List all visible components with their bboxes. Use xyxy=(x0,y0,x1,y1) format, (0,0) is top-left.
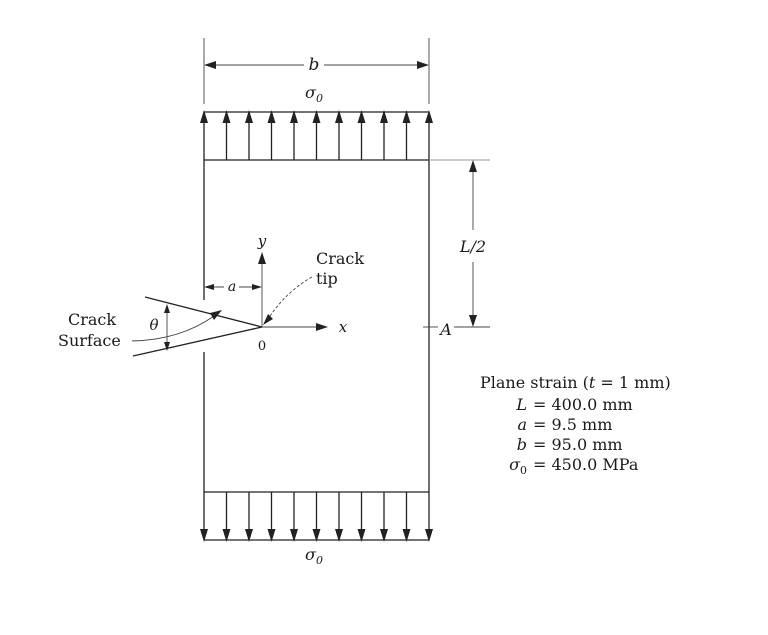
width-label: b xyxy=(309,55,320,75)
bottom-load-arrowhead xyxy=(200,529,208,542)
crack-length-dimension: a xyxy=(204,279,262,295)
crack-surface-label-line1: Crack xyxy=(68,310,116,329)
crack-surface-leader xyxy=(131,315,215,342)
half-length-arrowhead-bottom xyxy=(469,315,477,327)
y-axis-label: y xyxy=(257,232,267,250)
top-load-arrowhead xyxy=(200,110,208,123)
bottom-load-arrowhead xyxy=(222,529,231,542)
bottom-load-arrowhead xyxy=(245,529,253,542)
top-load-arrowhead xyxy=(380,110,388,123)
width-arrowhead-left xyxy=(204,61,216,69)
parameter-value: = 95.0 mm xyxy=(533,435,623,454)
top-load-arrowhead xyxy=(290,110,298,123)
top-load-arrowhead xyxy=(402,110,411,123)
crack-tip-leader xyxy=(265,276,313,323)
bottom-load-arrowhead xyxy=(312,529,321,542)
crack-length-arrowhead-left xyxy=(204,284,214,290)
bottom-load-arrowhead xyxy=(402,529,411,542)
point-a-label: A xyxy=(438,320,452,339)
y-axis-arrowhead xyxy=(258,252,266,264)
crack-tip-label-line2: tip xyxy=(316,269,338,288)
parameter-symbol: b xyxy=(517,435,527,454)
parameter-symbol: σ0 xyxy=(509,455,527,477)
parameters-lines: L = 400.0 mm a = 9.5 mm b = 95.0 mm σ0 = 450.0 … xyxy=(509,395,639,477)
coordinate-axes: y x 0 xyxy=(257,232,348,354)
parameter-value: = 400.0 mm xyxy=(533,395,633,414)
crack-surface-lower xyxy=(132,326,263,357)
crack-tip-leader-arrowhead xyxy=(263,314,273,325)
width-arrowhead-right xyxy=(417,61,429,69)
bottom-load-arrowhead xyxy=(335,529,343,542)
bottom-load-arrowhead xyxy=(357,529,366,542)
bottom-load-arrowhead xyxy=(380,529,388,542)
top-load-arrowhead xyxy=(245,110,253,123)
crack-tip-callout: Crack tip xyxy=(263,249,364,325)
crack-surface-upper xyxy=(144,296,263,328)
top-load-arrows xyxy=(200,110,433,160)
top-load-arrowhead xyxy=(425,110,433,123)
crack-surface-leader-arrowhead xyxy=(210,310,222,320)
crack xyxy=(132,296,263,357)
top-load-arrowhead xyxy=(222,110,231,123)
angle-label: θ xyxy=(149,316,158,334)
crack-length-arrowhead-right xyxy=(252,284,262,290)
half-length-arrowhead-top xyxy=(469,160,477,172)
angle-arrowhead-bottom xyxy=(164,342,170,351)
point-a-marker: A xyxy=(423,320,490,339)
origin-label: 0 xyxy=(258,339,266,354)
angle-marker: θ xyxy=(149,304,170,351)
parameter-symbol: L xyxy=(515,395,527,414)
x-axis-arrowhead xyxy=(316,323,328,331)
parameter-value: = 450.0 MPa xyxy=(533,455,639,474)
angle-arrowhead-top xyxy=(164,304,170,313)
top-load-label: σ0 xyxy=(305,83,323,105)
parameters-block: Plane strain (t = 1 mm) L = 400.0 mm a = 9.… xyxy=(480,373,671,477)
crack-surface-callout: Crack Surface xyxy=(58,310,222,350)
top-load-arrowhead xyxy=(357,110,366,123)
bottom-load-arrowhead xyxy=(290,529,298,542)
bottom-load-arrows xyxy=(200,492,433,542)
crack-surface-label-line2: Surface xyxy=(58,331,121,350)
half-length-label: L/2 xyxy=(459,237,486,256)
top-load-arrowhead xyxy=(312,110,321,123)
parameter-symbol: a xyxy=(517,415,527,434)
bottom-load-arrowhead xyxy=(425,529,433,542)
half-length-dimension: L/2 xyxy=(429,159,490,327)
bottom-load-label: σ0 xyxy=(305,545,323,567)
parameter-value: = 9.5 mm xyxy=(533,415,612,434)
crack-tip-label-line1: Crack xyxy=(316,249,364,268)
parameters-heading: Plane strain (t = 1 mm) xyxy=(480,373,671,392)
top-load-arrowhead xyxy=(267,110,276,123)
width-dimension: b xyxy=(203,38,430,104)
crack-length-label: a xyxy=(228,279,236,295)
top-load-arrowhead xyxy=(335,110,343,123)
bottom-load-arrowhead xyxy=(267,529,276,542)
x-axis-label: x xyxy=(339,318,348,336)
